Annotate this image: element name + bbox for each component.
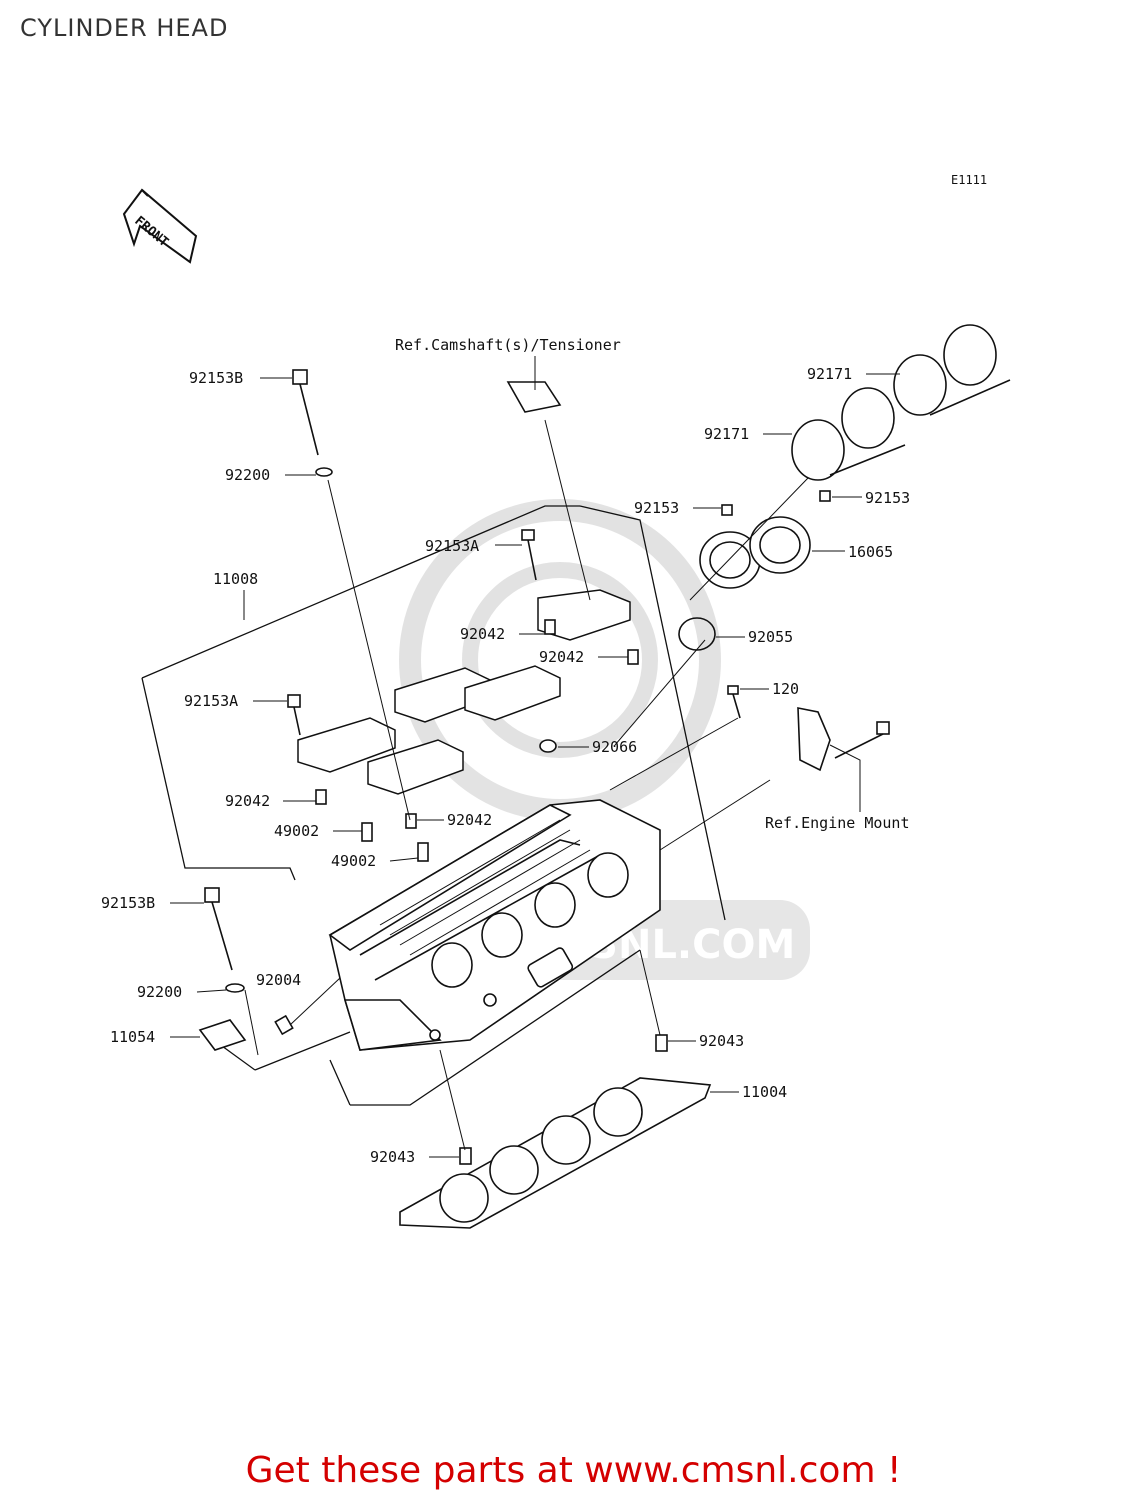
clamps xyxy=(791,324,1011,481)
part-label-92171-a: 92171 xyxy=(807,365,852,383)
part-label-11004: 11004 xyxy=(742,1083,787,1101)
part-label-92042-a: 92042 xyxy=(225,792,270,810)
part-label-92066: 92066 xyxy=(592,738,637,756)
part-label-49002-b: 49002 xyxy=(331,852,376,870)
cylinder-head xyxy=(328,799,661,1051)
part-label-120: 120 xyxy=(772,680,799,698)
diagram-code: E1111 xyxy=(951,173,987,187)
exploded-parts-diagram: E1111 FRONT CMSNL.COM xyxy=(101,173,1011,1229)
part-label-16065: 16065 xyxy=(848,543,893,561)
guide-lines xyxy=(244,419,809,1151)
part-label-49002-a: 49002 xyxy=(274,822,319,840)
part-label-92153-left: 92153 xyxy=(634,499,679,517)
part-label-92153a-left: 92153A xyxy=(184,692,238,710)
part-label-92043-a: 92043 xyxy=(699,1032,744,1050)
part-label-11054: 11054 xyxy=(110,1028,155,1046)
intake-holders xyxy=(678,516,811,651)
part-label-92042-b: 92042 xyxy=(447,811,492,829)
part-label-92042-c: 92042 xyxy=(460,625,505,643)
page-title: CYLINDER HEAD xyxy=(20,14,229,42)
cylinder-head-gasket xyxy=(399,1077,712,1229)
part-label-92171-b: 92171 xyxy=(704,425,749,443)
part-label-92200-bot: 92200 xyxy=(137,983,182,1001)
assembly-outline xyxy=(141,505,726,1106)
part-label-92055: 92055 xyxy=(748,628,793,646)
bolts xyxy=(198,369,890,1165)
front-arrow-icon: FRONT xyxy=(122,188,198,264)
part-label-92042-d: 92042 xyxy=(539,648,584,666)
part-label-92004: 92004 xyxy=(256,971,301,989)
footer-cta-link[interactable]: Get these parts at www.cmsnl.com ! xyxy=(245,1450,902,1491)
part-label-92153b-bot: 92153B xyxy=(101,894,155,912)
ref-engine-mount-leader xyxy=(829,744,861,812)
part-label-92043-b: 92043 xyxy=(370,1148,415,1166)
part-callouts: 92153B 92200 11008 92153A 92042 49002 92… xyxy=(101,365,910,1166)
part-label-92153b-top: 92153B xyxy=(189,369,243,387)
cam-holders xyxy=(297,589,631,795)
ref-engine-mount: Ref.Engine Mount xyxy=(765,814,910,832)
ref-camshaft-tensioner: Ref.Camshaft(s)/Tensioner xyxy=(395,336,621,354)
part-label-92200-top: 92200 xyxy=(225,466,270,484)
part-label-92153-right: 92153 xyxy=(865,489,910,507)
part-label-11008: 11008 xyxy=(213,570,258,588)
part-label-92153a-mid: 92153A xyxy=(425,537,479,555)
